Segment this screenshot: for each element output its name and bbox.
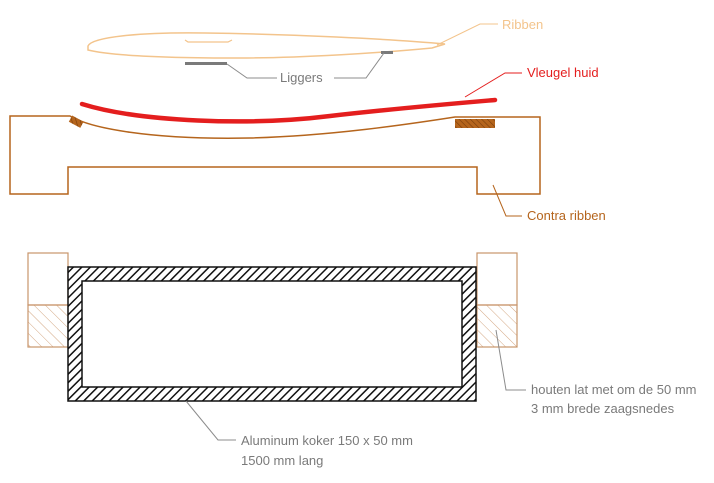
wood-batten-leader xyxy=(495,329,526,391)
ribs-leader xyxy=(436,23,498,46)
wood-batten-right-lower xyxy=(476,304,518,348)
alu-tube-label-line1: Aluminum koker 150 x 50 mm xyxy=(241,433,413,448)
counter-rib-spar-slot-left xyxy=(68,115,84,128)
ribs-label: Ribben xyxy=(502,17,543,32)
spar-left xyxy=(185,62,227,65)
counter-ribs-label: Contra ribben xyxy=(527,208,606,223)
counter-rib-spar-slot-right xyxy=(455,119,495,128)
wood-batten-right-upper xyxy=(476,252,518,306)
wood-batten-label-line1: houten lat met om de 50 mm xyxy=(531,382,696,397)
spar-right xyxy=(381,51,393,54)
rib-airfoil xyxy=(87,32,446,59)
spars-leader-left xyxy=(226,63,277,79)
alu-tube-label-line2: 1500 mm lang xyxy=(241,453,323,468)
rib-contour-detail xyxy=(184,39,233,43)
wood-batten-label-line2: 3 mm brede zaagsnedes xyxy=(531,401,675,416)
wood-batten-left-lower xyxy=(27,304,69,348)
wing-skin-label: Vleugel huid xyxy=(527,65,599,80)
alu-tube-leader xyxy=(185,400,236,441)
counter-rib xyxy=(9,115,541,195)
wing-skin xyxy=(79,97,498,124)
spars-label: Liggers xyxy=(280,70,323,85)
wing-skin-leader xyxy=(464,72,522,98)
spars-leader-right xyxy=(334,52,385,79)
wood-batten-left-upper xyxy=(27,252,69,306)
counter-ribs-leader xyxy=(492,184,522,217)
aluminum-tube xyxy=(67,266,477,402)
